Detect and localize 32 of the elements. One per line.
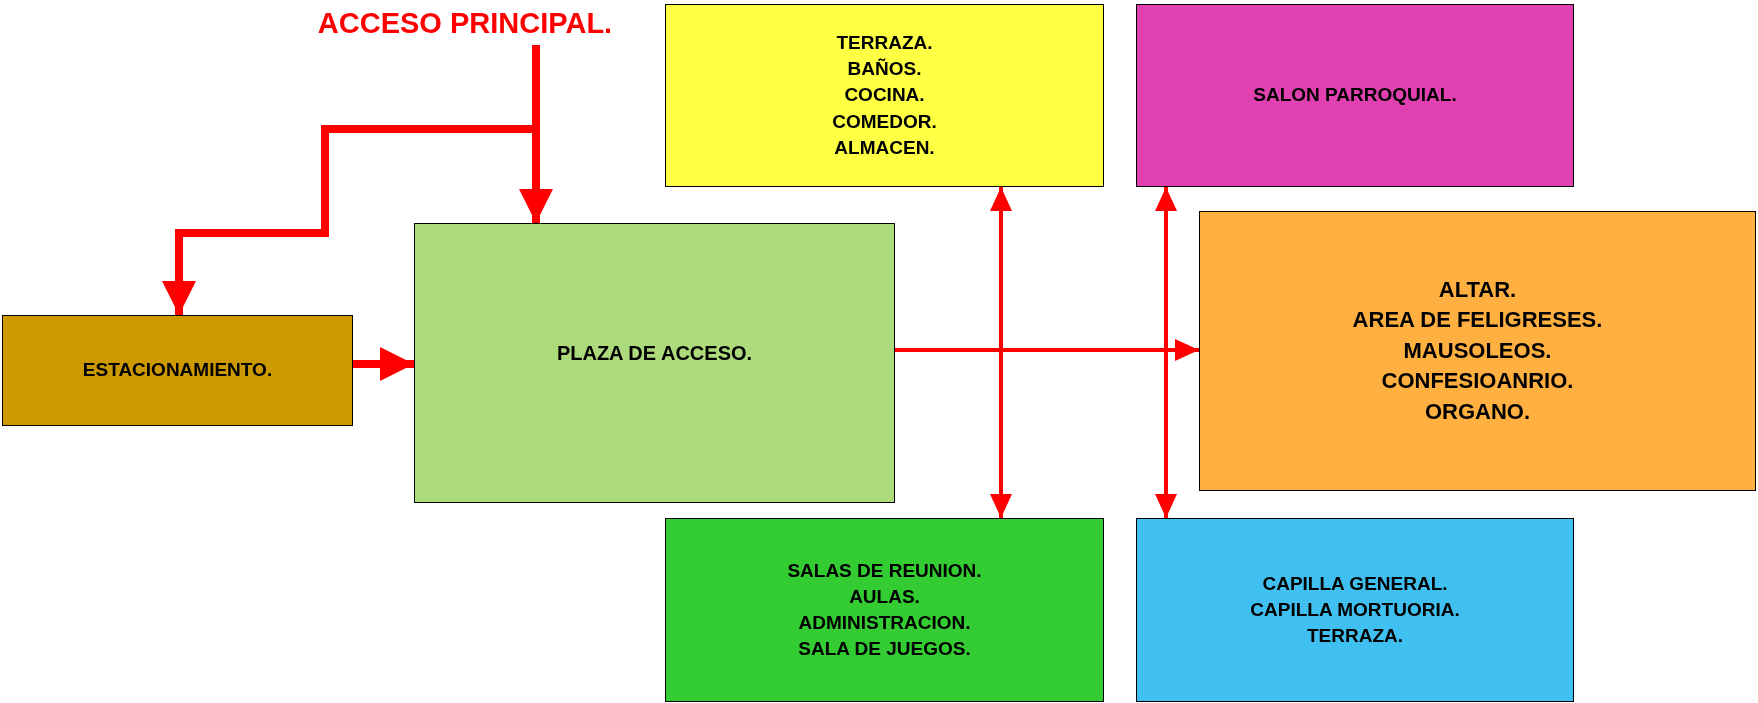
area-label: ALMACEN. <box>834 135 935 160</box>
arrow <box>990 187 1012 518</box>
area-label: ADMINISTRACION. <box>798 611 971 635</box>
area-label: ORGANO. <box>1424 397 1531 426</box>
arrow <box>1155 187 1177 518</box>
area-box <box>665 4 1104 187</box>
area-label: CAPILLA MORTUORIA. <box>1250 597 1460 622</box>
arrow <box>353 347 414 381</box>
area-box <box>1136 4 1574 187</box>
area-label: SALA DE JUEGOS. <box>798 637 971 662</box>
area-label: COCINA. <box>844 83 925 108</box>
area-label: SALAS DE REUNION. <box>787 558 982 583</box>
area-label: TERRAZA. <box>836 30 933 55</box>
area-label: ALTAR. <box>1438 276 1517 305</box>
area-label: COMEDOR. <box>832 109 937 134</box>
area-label: CAPILLA GENERAL. <box>1262 571 1448 596</box>
area-label: TERRAZA. <box>1306 624 1404 649</box>
area-box <box>414 223 895 503</box>
area-label: AULAS. <box>849 584 920 609</box>
area-label: PLAZA DE ACCESO. <box>556 341 753 366</box>
area-label: CONFESIOANRIO. <box>1381 367 1574 396</box>
area-box <box>665 518 1104 702</box>
area-label: AREA DE FELIGRESES. <box>1352 306 1603 335</box>
area-label: BAÑOS. <box>847 57 922 82</box>
area-box <box>1136 518 1574 702</box>
entrance-text: ACCESO PRINCIPAL. <box>317 6 613 42</box>
area-label: MAUSOLEOS. <box>1403 336 1552 365</box>
area-box <box>2 315 353 426</box>
area-label: SALON PARROQUIAL. <box>1253 83 1457 108</box>
arrow <box>895 339 1199 361</box>
area-box <box>1199 211 1756 491</box>
area-label: ESTACIONAMIENTO. <box>82 358 273 383</box>
